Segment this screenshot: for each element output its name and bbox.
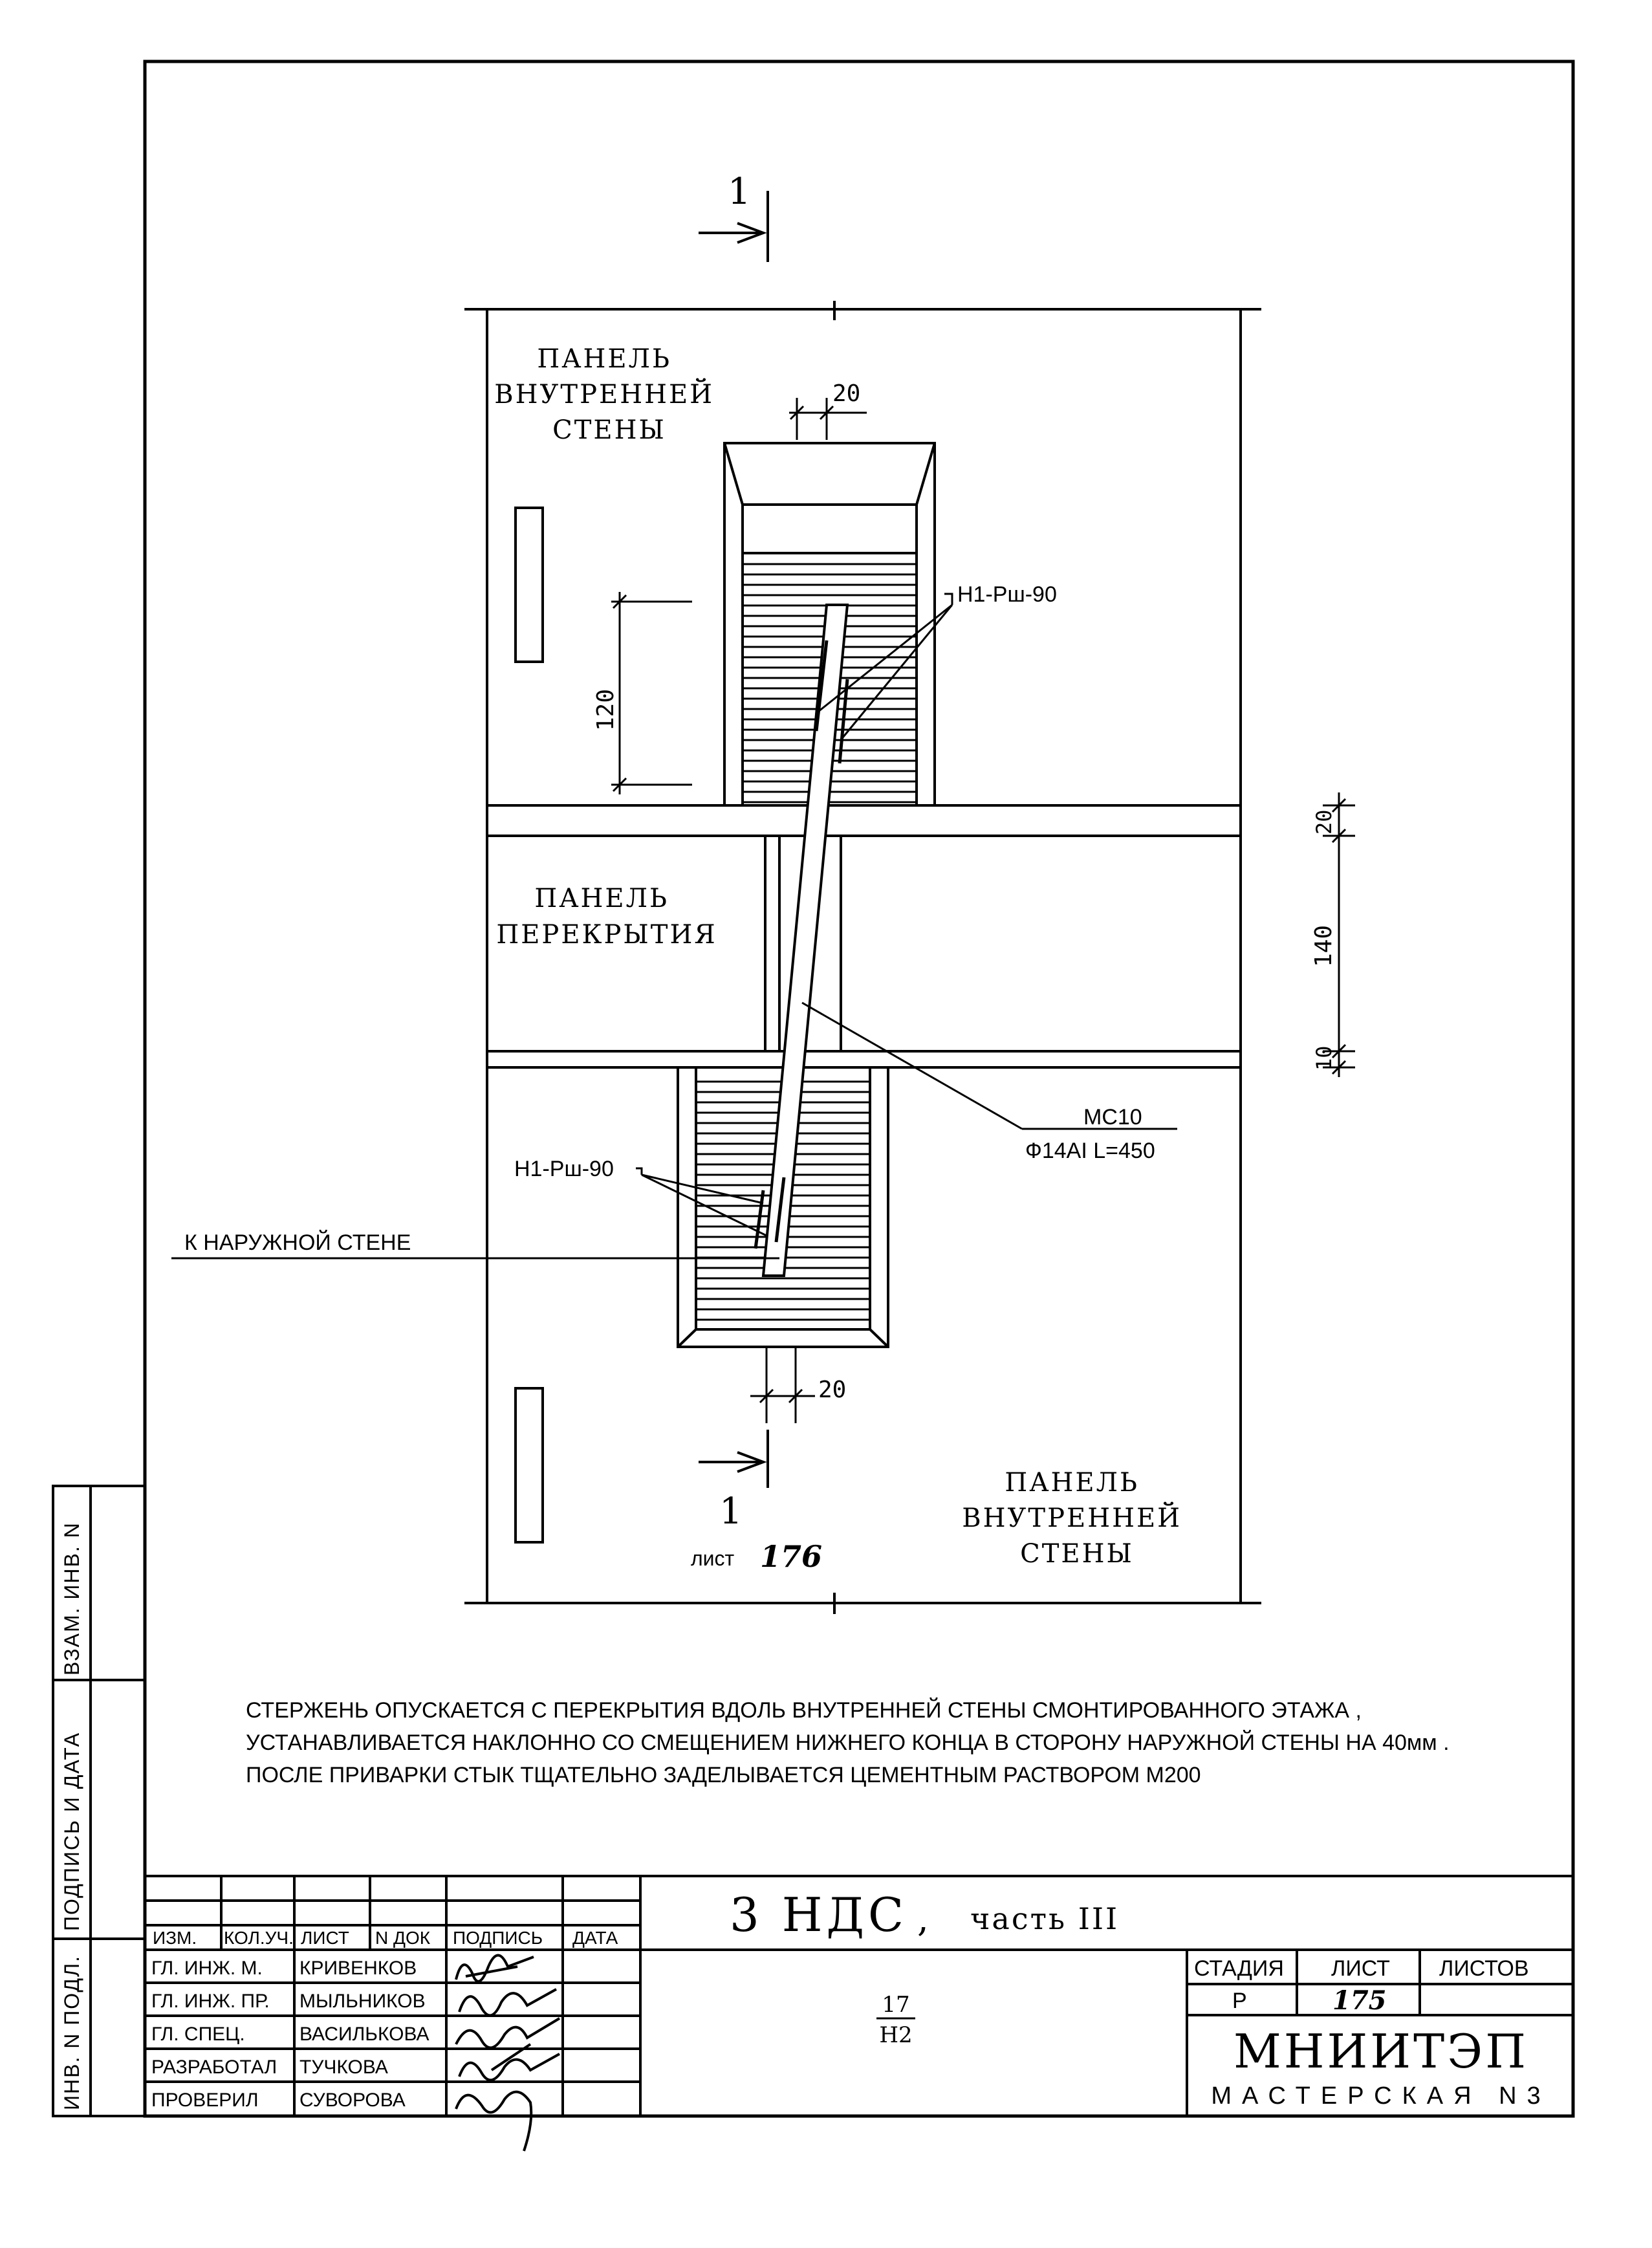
role-1: ГЛ. ИНЖ. ПР. <box>151 1991 270 2012</box>
dim-bottom-gap-value: 20 <box>818 1377 846 1403</box>
project-title-comma: , <box>917 1898 929 1940</box>
dim-right-mid-value: 140 <box>1310 925 1337 967</box>
code-top: 17 <box>882 1992 909 2018</box>
role-0: ГЛ. ИНЖ. М. <box>151 1958 263 1979</box>
dim-bottom-gap <box>750 1346 815 1423</box>
dim-right-chain <box>1323 792 1355 1077</box>
title-block-people: ГЛ. ИНЖ. М. КРИВЕНКОВ ГЛ. ИНЖ. ПР. МЫЛЬН… <box>151 1958 429 2111</box>
side-stamp-podpis-data: ПОДПИСЬ И ДАТА <box>60 1732 83 1931</box>
sheet-ref-number: 176 <box>760 1539 822 1574</box>
svg-text:ЛИСТ: ЛИСТ <box>301 1928 349 1948</box>
role-3: РАЗРАБОТАЛ <box>151 2057 277 2078</box>
drawing-outline <box>464 301 1261 1614</box>
svg-text:ПОДПИСЬ: ПОДПИСЬ <box>453 1928 543 1948</box>
rod-spec: Ф14АI L=450 <box>1025 1139 1155 1163</box>
sheet-value: 175 <box>1332 1985 1387 2016</box>
to-outer-wall-label: К НАРУЖНОЙ СТЕНЕ <box>184 1230 411 1255</box>
leader-lines <box>171 593 1177 1260</box>
weld-seams <box>754 640 849 1249</box>
side-stamp <box>52 1485 146 2117</box>
wall-slot-bottom <box>514 1387 544 1544</box>
sheet-ref-label: лист <box>691 1547 735 1570</box>
sheet-header: ЛИСТ <box>1331 1956 1390 1981</box>
dim-top-gap <box>789 398 867 440</box>
signatures <box>455 1954 561 2152</box>
wall-slot-top <box>514 507 544 663</box>
dim-top-gap-value: 20 <box>832 380 860 407</box>
code-bottom: Н2 <box>879 2022 912 2048</box>
name-4: СУВОРОВА <box>299 2090 406 2111</box>
name-2: ВАСИЛЬКОВА <box>299 2024 429 2045</box>
side-stamp-inv-podl: ИНВ. N ПОДЛ. <box>60 1955 83 2110</box>
dim-right-top-value: 20 <box>1312 809 1336 835</box>
title-block-grid <box>144 1875 1574 2117</box>
floor-panel-label: ПАНЕЛЬ ПЕРЕКРЫТИЯ <box>496 884 717 950</box>
svg-text:ИЗМ.: ИЗМ. <box>153 1928 197 1948</box>
wall-panel-top-label: ПАНЕЛЬ ВНУТРЕННЕЙ СТЕНЫ <box>494 344 724 445</box>
sheets-header: ЛИСТОВ <box>1439 1956 1529 1981</box>
svg-text:ДАТА: ДАТА <box>572 1928 618 1948</box>
org-name: МНИИТЭП <box>1234 2024 1528 2079</box>
name-3: ТУЧКОВА <box>299 2057 388 2078</box>
dim-height <box>611 592 692 794</box>
dim-right-bottom-value: 10 <box>1312 1045 1336 1071</box>
weld-label-bottom: Н1-Рш-90 <box>514 1157 614 1181</box>
notes: СТЕРЖЕНЬ ОПУСКАЕТСЯ С ПЕРЕКРЫТИЯ ВДОЛЬ В… <box>246 1698 1455 1787</box>
name-1: МЫЛЬНИКОВ <box>299 1991 426 2012</box>
project-part: часть III <box>970 1901 1119 1936</box>
role-4: ПРОВЕРИЛ <box>151 2090 259 2111</box>
section-mark-bottom: 1 <box>719 1490 743 1533</box>
org-sub: МАСТЕРСКАЯ N3 <box>1211 2082 1550 2110</box>
section-cut-marks <box>699 191 769 1488</box>
stage-value: Р <box>1232 1989 1247 2013</box>
title-block-headers: ИЗМ. КОЛ.УЧ. ЛИСТ N ДОК ПОДПИСЬ ДАТА <box>153 1928 618 1948</box>
dim-height-value: 120 <box>592 689 619 731</box>
svg-text:N ДОК: N ДОК <box>375 1928 431 1948</box>
side-stamp-vzam-inv: ВЗАМ. ИНВ. N <box>60 1522 83 1675</box>
name-0: КРИВЕНКОВ <box>299 1958 417 1979</box>
rod-mark: МС10 <box>1083 1105 1142 1129</box>
stage-header: СТАДИЯ <box>1194 1956 1284 1981</box>
wall-panel-bottom-label: ПАНЕЛЬ ВНУТРЕННЕЙ СТЕНЫ <box>962 1468 1192 1569</box>
svg-text:КОЛ.УЧ.: КОЛ.УЧ. <box>224 1928 294 1948</box>
weld-label-top: Н1-Рш-90 <box>957 582 1057 607</box>
role-2: ГЛ. СПЕЦ. <box>151 2024 245 2045</box>
project-title: 3 НДС <box>730 1888 908 1942</box>
section-mark-top: 1 <box>728 171 751 213</box>
inclined-rod <box>761 604 849 1277</box>
